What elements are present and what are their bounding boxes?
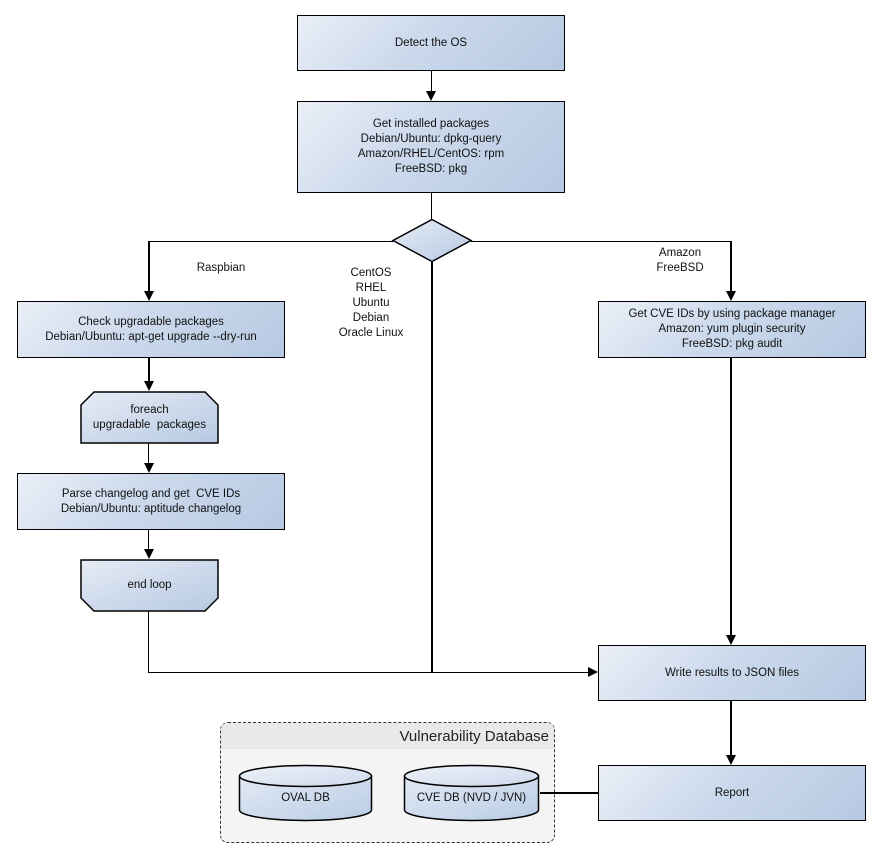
- loop-end-shape: [80, 559, 219, 612]
- vulnerability-database-header: Vulnerability Database: [221, 723, 554, 749]
- connector-left-branch-down: [148, 240, 150, 292]
- connector-write-to-report: [730, 701, 732, 756]
- cve-db-label: CVE DB (NVD / JVN): [416, 792, 527, 804]
- node-get-cve-ids-pkg-manager: Get CVE IDs by using package manager Ama…: [598, 301, 866, 358]
- connector-merge-to-write: [147, 671, 589, 673]
- node-check-upgradable-packages: Check upgradable packages Debian/Ubuntu:…: [17, 301, 285, 358]
- arrowhead-into-get-cve: [725, 291, 736, 301]
- connector-getcve-to-write: [730, 358, 732, 636]
- arrowhead-into-report: [725, 755, 736, 765]
- end-loop-label: end loop: [127, 579, 172, 591]
- node-parse-changelog: Parse changelog and get CVE IDs Debian/U…: [17, 473, 285, 530]
- arrowhead-into-check-upgradable: [144, 291, 154, 301]
- oval-db-cylinder-shape: [238, 764, 373, 822]
- oval-db-label: OVAL DB: [281, 792, 330, 804]
- connector-cvedb-to-report: [540, 792, 598, 794]
- foreach-label: foreach upgradable packages: [92, 403, 207, 431]
- cve-db-cylinder: CVE DB (NVD / JVN): [403, 764, 540, 822]
- branch-label-amazon-freebsd: Amazon FreeBSD: [656, 247, 704, 274]
- connector-foreach-to-parse: [147, 442, 150, 464]
- node-write-results: Write results to JSON files: [598, 645, 866, 701]
- node-end-loop: end loop: [80, 559, 219, 612]
- connector-diamond-bottom-down: [431, 262, 433, 673]
- connector-installed-to-diamond: [430, 193, 432, 219]
- arrowhead-into-parse: [143, 463, 154, 473]
- node-get-installed-packages: Get installed packages Debian/Ubuntu: dp…: [297, 101, 565, 193]
- node-report: Report: [598, 765, 866, 821]
- arrowhead-into-write-left: [588, 667, 598, 677]
- branch-label-middle-os-list: CentOS RHEL Ubuntu Debian Oracle Linux: [338, 267, 404, 339]
- connector-right-branch-down: [730, 240, 732, 292]
- node-foreach-loop-start: foreach upgradable packages: [80, 391, 219, 444]
- arrowhead-into-endloop: [143, 549, 154, 559]
- arrowhead-into-write-top: [725, 635, 736, 645]
- connector-check-to-foreach: [148, 358, 150, 382]
- connector-diamond-left: [148, 240, 393, 242]
- branch-label-raspbian: Raspbian: [196, 262, 246, 274]
- cve-db-cylinder-shape: [403, 764, 540, 822]
- connector-detect-to-installed: [430, 71, 432, 92]
- os-decision-diamond: [391, 218, 473, 263]
- diamond-shape: [391, 218, 473, 263]
- oval-db-cylinder: OVAL DB: [238, 764, 373, 822]
- arrowhead-into-foreach: [144, 381, 154, 391]
- vulnerability-database-title: Vulnerability Database: [399, 727, 549, 745]
- arrowhead-into-installed: [426, 91, 437, 101]
- loop-start-shape: [80, 391, 219, 444]
- node-detect-os: Detect the OS: [297, 15, 565, 71]
- connector-parse-to-endloop: [147, 530, 150, 550]
- connector-endloop-down: [147, 610, 150, 673]
- connector-diamond-right: [471, 240, 731, 242]
